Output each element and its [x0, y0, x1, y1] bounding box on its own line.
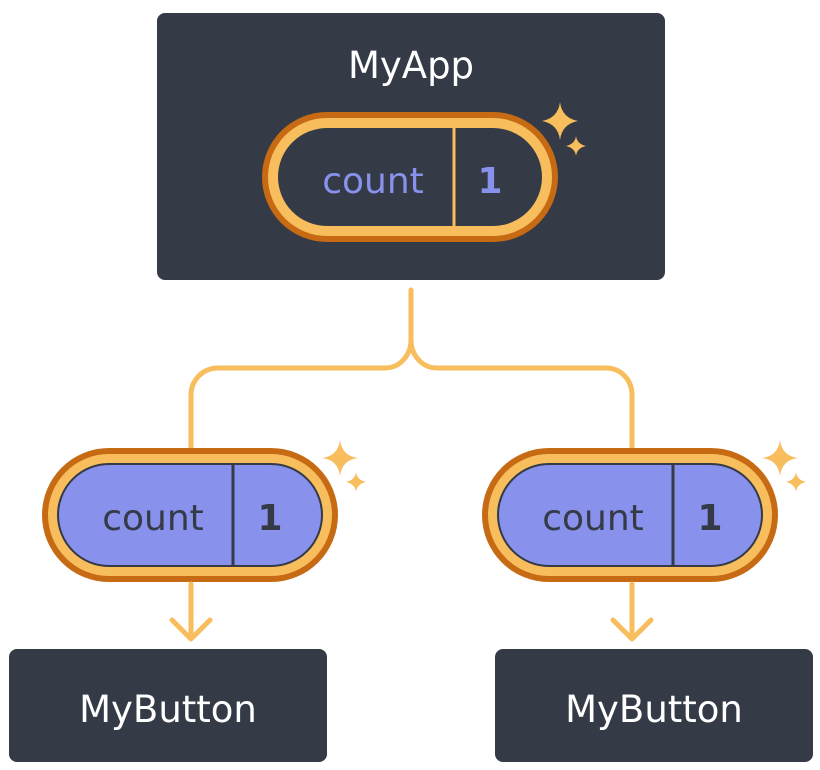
- left-state-label: count: [102, 498, 204, 539]
- right-state-pill: count 1: [482, 448, 778, 582]
- parent-title: MyApp: [348, 44, 474, 87]
- right-state-label: count: [542, 498, 644, 539]
- arrow-down-icon: [610, 581, 654, 642]
- pill-body: [57, 463, 323, 567]
- arrow-down-icon: [169, 581, 213, 642]
- right-child-state: count 1 MyButton: [482, 440, 813, 762]
- sparkle-icon: [762, 440, 806, 492]
- right-state-value: 1: [697, 498, 722, 539]
- left-child-state: count 1 MyButton: [9, 440, 366, 762]
- sparkle-icon: [542, 102, 586, 156]
- parent-state-value: 1: [477, 161, 502, 202]
- right-child-box: [495, 649, 813, 762]
- pill-body: [278, 128, 542, 226]
- left-state-value: 1: [257, 498, 282, 539]
- left-child-box: [9, 649, 327, 762]
- left-state-pill: count 1: [42, 448, 338, 582]
- right-child-title: MyButton: [565, 688, 743, 731]
- pill-body: [497, 463, 763, 567]
- parent-component: MyApp count 1: [157, 13, 665, 280]
- connector-right-branch: [408, 337, 635, 453]
- sparkle-icon: [322, 440, 366, 492]
- tree-connector: [188, 287, 635, 453]
- parent-state-pill: count 1: [262, 112, 558, 242]
- connector-trunk: [188, 287, 414, 453]
- left-child-title: MyButton: [79, 688, 257, 731]
- parent-state-label: count: [322, 161, 424, 202]
